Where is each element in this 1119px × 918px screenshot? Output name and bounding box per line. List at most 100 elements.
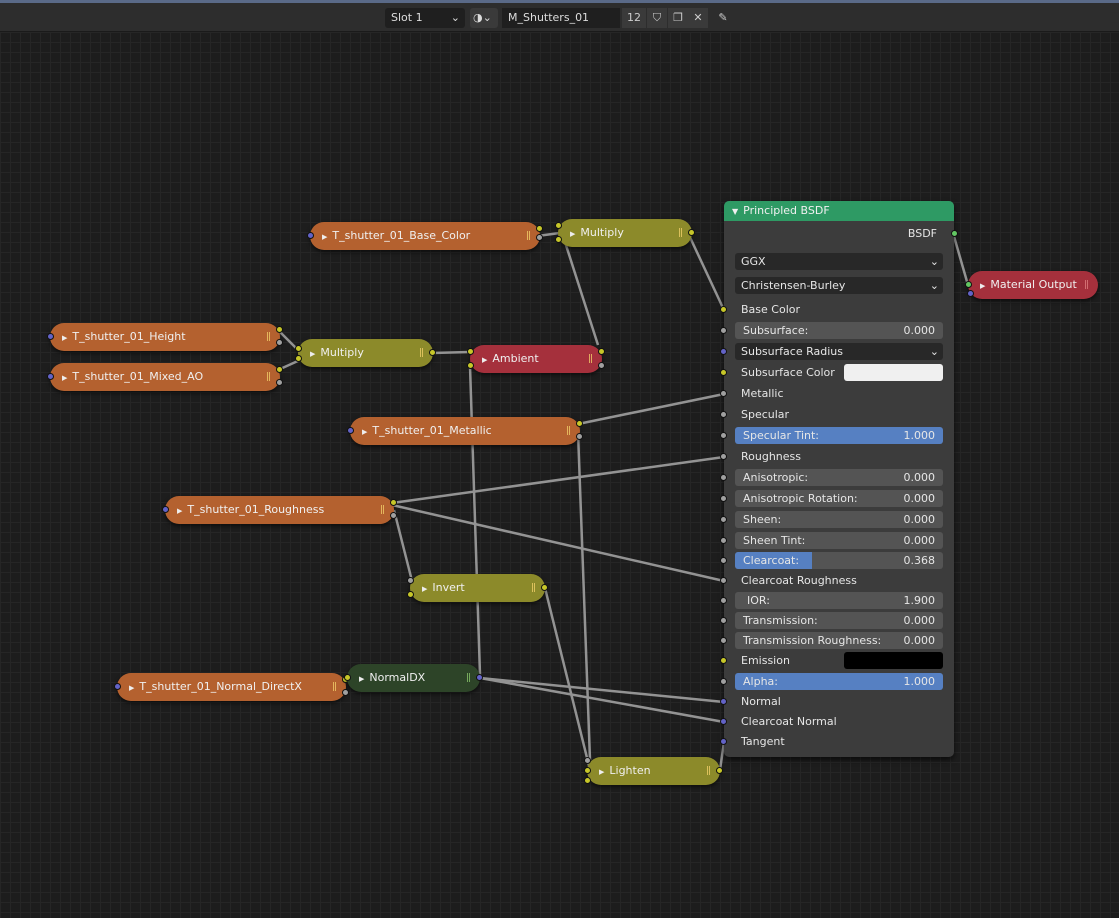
transmission-field[interactable]: Transmission:0.000 — [735, 612, 943, 629]
output-socket[interactable] — [276, 326, 283, 333]
pin-icon[interactable]: ✎ — [718, 11, 728, 24]
input-socket[interactable] — [555, 236, 562, 243]
input-socket[interactable] — [555, 222, 562, 229]
collapse-arrow-icon[interactable]: ▶ — [62, 334, 68, 342]
material-name-field[interactable]: M_Shutters_01 — [502, 8, 620, 28]
node-height-texture[interactable]: ▶T_shutter_01_Height|| — [47, 323, 283, 351]
anisotropic-field[interactable]: Anisotropic:0.000 — [735, 469, 943, 486]
input-socket[interactable] — [295, 345, 302, 352]
output-socket[interactable] — [536, 225, 543, 232]
input-socket[interactable] — [467, 348, 474, 355]
collapse-arrow-icon[interactable]: ▶ — [129, 684, 135, 692]
output-socket[interactable] — [276, 339, 283, 346]
output-socket[interactable] — [576, 420, 583, 427]
alpha-slider[interactable]: Alpha:1.000 — [735, 673, 943, 690]
node-principled-bsdf[interactable]: ▼Principled BSDF BSDF GGX⌄ Christensen-B… — [720, 201, 958, 757]
clearcoat-roughness-socket[interactable] — [720, 577, 727, 584]
subsurface-field[interactable]: Subsurface:0.000 — [735, 322, 943, 339]
metallic-socket[interactable] — [720, 390, 727, 397]
volume-input-socket[interactable] — [967, 290, 974, 297]
slot-dropdown[interactable]: Slot 1⌄ — [385, 8, 465, 28]
node-normaldx[interactable]: ▶NormalDX|| — [344, 664, 483, 692]
transmission-socket[interactable] — [720, 617, 727, 624]
input-socket[interactable] — [47, 373, 54, 380]
specular-tint-slider[interactable]: Specular Tint:1.000 — [735, 427, 943, 444]
tangent-socket[interactable] — [720, 738, 727, 745]
bsdf-output-socket[interactable] — [951, 230, 958, 237]
input-socket[interactable] — [295, 355, 302, 362]
subsurface-radius-dropdown[interactable]: Subsurface Radius⌄ — [735, 343, 943, 360]
user-count[interactable]: 12 — [622, 8, 646, 28]
collapse-arrow-icon[interactable]: ▶ — [310, 350, 316, 358]
material-browse-button[interactable]: ◑⌄ — [470, 8, 498, 28]
collapse-arrow-icon[interactable]: ▼ — [732, 207, 739, 216]
output-socket[interactable] — [276, 379, 283, 386]
collapse-arrow-icon[interactable]: ▶ — [177, 507, 183, 515]
subsurface-radius-socket[interactable] — [720, 348, 727, 355]
sheen-socket[interactable] — [720, 516, 727, 523]
collapse-arrow-icon[interactable]: ▶ — [322, 233, 328, 241]
input-socket[interactable] — [584, 757, 591, 764]
input-socket[interactable] — [407, 591, 414, 598]
output-socket[interactable] — [536, 234, 543, 241]
ior-field[interactable]: IOR:1.900 — [735, 592, 943, 609]
emission-color-swatch[interactable] — [844, 652, 943, 669]
unlink-close-icon[interactable]: ✕ — [688, 8, 708, 28]
subsurface-color-swatch[interactable] — [844, 364, 943, 381]
output-socket[interactable] — [390, 512, 397, 519]
subsurface-socket[interactable] — [720, 327, 727, 334]
sheen-tint-socket[interactable] — [720, 537, 727, 544]
input-socket[interactable] — [307, 232, 314, 239]
output-socket[interactable] — [390, 499, 397, 506]
output-socket[interactable] — [576, 433, 583, 440]
output-socket[interactable] — [716, 767, 723, 774]
distribution-dropdown[interactable]: GGX⌄ — [735, 253, 943, 270]
output-socket[interactable] — [429, 349, 436, 356]
transmission-roughness-field[interactable]: Transmission Roughness:0.000 — [735, 632, 943, 649]
sheen-tint-field[interactable]: Sheen Tint:0.000 — [735, 532, 943, 549]
node-lighten[interactable]: ▶Lighten|| — [584, 757, 723, 785]
node-normal-directx-texture[interactable]: ▶T_shutter_01_Normal_DirectX|| — [114, 673, 349, 701]
input-socket[interactable] — [347, 427, 354, 434]
alpha-socket[interactable] — [720, 678, 727, 685]
ior-socket[interactable] — [720, 597, 727, 604]
node-base-color-texture[interactable]: ▶T_shutter_01_Base_Color|| — [307, 222, 543, 250]
collapse-arrow-icon[interactable]: ▶ — [980, 282, 986, 290]
anisotropic-rotation-field[interactable]: Anisotropic Rotation:0.000 — [735, 490, 943, 507]
surface-input-socket[interactable] — [965, 281, 972, 288]
node-material-output[interactable]: ▶Material Output|| — [965, 271, 1098, 299]
input-socket[interactable] — [114, 683, 121, 690]
clearcoat-socket[interactable] — [720, 557, 727, 564]
collapse-arrow-icon[interactable]: ▶ — [62, 374, 68, 382]
duplicate-material-icon[interactable]: ❐ — [668, 8, 688, 28]
sheen-field[interactable]: Sheen:0.000 — [735, 511, 943, 528]
specular-tint-socket[interactable] — [720, 432, 727, 439]
normal-socket[interactable] — [720, 698, 727, 705]
clearcoat-slider[interactable]: Clearcoat:0.368 — [735, 552, 943, 569]
subsurface-color-socket[interactable] — [720, 369, 727, 376]
anisotropic-socket[interactable] — [720, 474, 727, 481]
specular-socket[interactable] — [720, 411, 727, 418]
node-ambient[interactable]: ▶Ambient|| — [467, 345, 605, 373]
node-multiply-1[interactable]: ▶Multiply|| — [555, 219, 695, 247]
output-socket[interactable] — [541, 584, 548, 591]
node-header[interactable]: ▼Principled BSDF — [724, 201, 954, 221]
output-socket[interactable] — [598, 362, 605, 369]
input-socket[interactable] — [47, 333, 54, 340]
input-socket[interactable] — [584, 767, 591, 774]
collapse-arrow-icon[interactable]: ▶ — [599, 768, 605, 776]
collapse-arrow-icon[interactable]: ▶ — [422, 585, 428, 593]
node-roughness-texture[interactable]: ▶T_shutter_01_Roughness|| — [162, 496, 397, 524]
fake-user-shield-icon[interactable]: ⛉ — [647, 8, 667, 28]
collapse-arrow-icon[interactable]: ▶ — [482, 356, 488, 364]
base-color-socket[interactable] — [720, 306, 727, 313]
output-socket[interactable] — [476, 674, 483, 681]
node-mixed-ao-texture[interactable]: ▶T_shutter_01_Mixed_AO|| — [47, 363, 283, 391]
collapse-arrow-icon[interactable]: ▶ — [362, 428, 368, 436]
input-socket[interactable] — [344, 674, 351, 681]
clearcoat-normal-socket[interactable] — [720, 718, 727, 725]
node-metallic-texture[interactable]: ▶T_shutter_01_Metallic|| — [347, 417, 583, 445]
collapse-arrow-icon[interactable]: ▶ — [570, 230, 576, 238]
transmission-roughness-socket[interactable] — [720, 637, 727, 644]
roughness-socket[interactable] — [720, 453, 727, 460]
